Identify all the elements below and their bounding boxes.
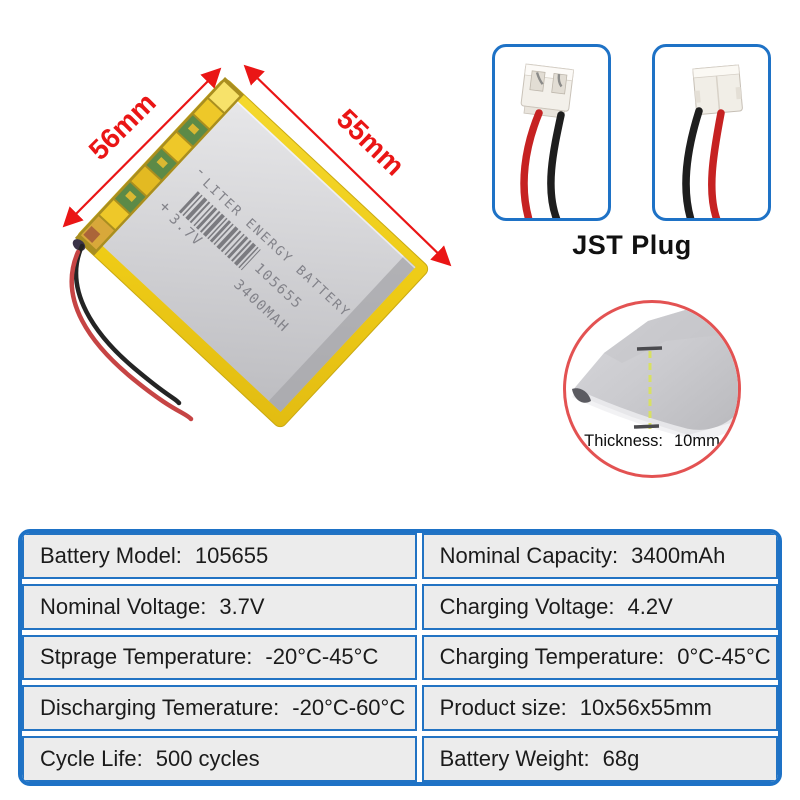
black-wire bbox=[682, 107, 703, 218]
cell-value: 0°C-45°C bbox=[677, 644, 771, 670]
cell-label: Charging Voltage: bbox=[439, 593, 615, 619]
jst-plug-rear-drawing bbox=[682, 64, 743, 218]
table-cell-battery-model: Battery Model: 105655 bbox=[22, 533, 417, 579]
thickness-inset: Thickness: 10mm bbox=[563, 300, 741, 478]
table-cell-charging-temperature: Charging Temperature: 0°C-45°C bbox=[421, 634, 778, 681]
spec-table: Battery Model: 105655 Nominal Capacity: … bbox=[18, 529, 782, 786]
pin-icon bbox=[557, 73, 563, 88]
thickness-tick-top bbox=[636, 346, 663, 351]
pin-icon bbox=[535, 72, 544, 85]
red-wire bbox=[69, 249, 194, 422]
cell-value: 3.7V bbox=[219, 593, 265, 619]
cell-label: Nominal Capacity: bbox=[439, 542, 619, 568]
battery-side-bevel bbox=[268, 256, 416, 412]
cell-value: 68g bbox=[602, 746, 640, 772]
red-wire bbox=[708, 109, 725, 218]
table-cell-nominal-voltage: Nominal Voltage: 3.7V bbox=[22, 583, 417, 630]
jst-connector-rear bbox=[692, 64, 743, 116]
cell-label: Cycle Life: bbox=[40, 746, 143, 772]
jst-plug-front-drawing bbox=[520, 63, 575, 218]
thickness-value: 10mm bbox=[674, 432, 720, 450]
jst-plug-photo-rear bbox=[652, 44, 771, 221]
table-cell-battery-weight: Battery Weight: 68g bbox=[421, 736, 778, 782]
jst-plug-caption: JST Plug bbox=[572, 230, 692, 260]
cell-value: 4.2V bbox=[627, 593, 673, 619]
dimension-arrow-56mm bbox=[62, 67, 222, 228]
dimension-label-55mm: 55mm bbox=[331, 103, 411, 182]
table-cell-product-size: Product size: 10x56x55mm bbox=[421, 685, 778, 732]
cell-value: 500 cycles bbox=[155, 746, 260, 772]
cell-value: 3400mAh bbox=[631, 542, 726, 568]
cell-label: Charging Temperature: bbox=[439, 644, 665, 670]
cell-value: 105655 bbox=[194, 542, 269, 568]
cell-value: -20°C-60°C bbox=[292, 695, 406, 721]
table-cell-nominal-capacity: Nominal Capacity: 3400mAh bbox=[421, 533, 778, 579]
table-cell-cycle-life: Cycle Life: 500 cycles bbox=[22, 736, 417, 782]
cell-label: Nominal Voltage: bbox=[40, 593, 207, 619]
cell-label: Battery Weight: bbox=[439, 746, 590, 772]
jst-plug-photo-front bbox=[492, 44, 611, 221]
table-cell-discharging-temperature: Discharging Temerature: -20°C-60°C bbox=[22, 685, 417, 732]
thickness-caption: Thickness: 10mm bbox=[566, 432, 738, 451]
cell-label: Stprage Temperature: bbox=[40, 644, 253, 670]
thickness-label: Thickness: bbox=[584, 432, 663, 450]
black-wire bbox=[73, 243, 182, 406]
thickness-drawing bbox=[572, 303, 738, 439]
cell-value: 10x56x55mm bbox=[579, 695, 712, 721]
table-cell-storage-temperature: Stprage Temperature: -20°C-45°C bbox=[22, 634, 417, 681]
jst-connector-front bbox=[520, 63, 575, 119]
thickness-tick-bottom bbox=[633, 424, 660, 429]
cell-label: Product size: bbox=[439, 695, 567, 721]
dimension-label-56mm: 56mm bbox=[83, 87, 162, 166]
black-wire bbox=[547, 111, 565, 218]
red-wire bbox=[520, 109, 543, 218]
cell-label: Battery Model: bbox=[40, 542, 182, 568]
cell-value: -20°C-45°C bbox=[265, 644, 379, 670]
cell-label: Discharging Temerature: bbox=[40, 695, 280, 721]
table-cell-charging-voltage: Charging Voltage: 4.2V bbox=[421, 583, 778, 630]
barcode bbox=[178, 191, 261, 271]
battery-photo: - LITER ENERGY BATTERY 105655 + 3.7V 340… bbox=[62, 64, 452, 428]
edge-fold bbox=[572, 388, 591, 403]
dimension-arrow-55mm bbox=[243, 64, 452, 267]
